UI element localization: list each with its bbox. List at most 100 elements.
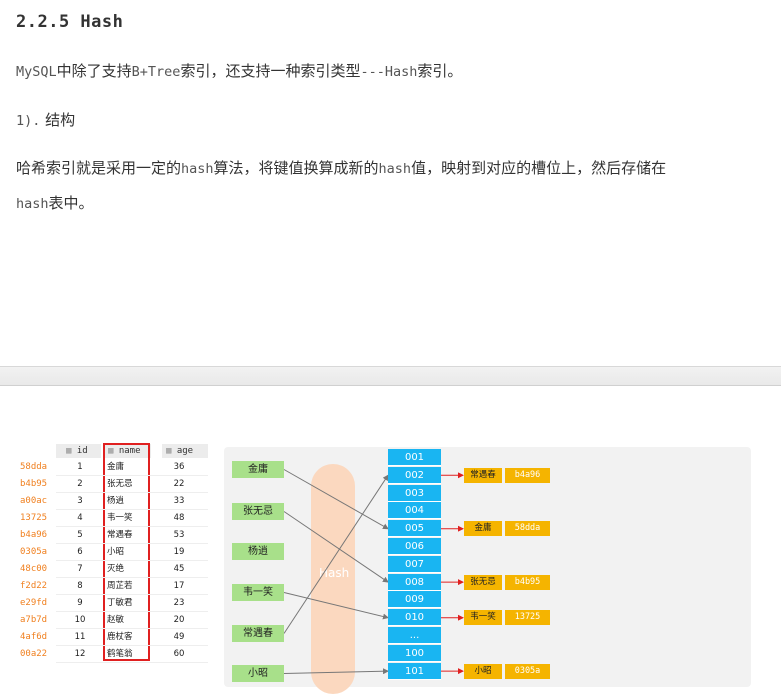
cell-name: 周芷若 xyxy=(107,581,133,591)
text: 表中。 xyxy=(48,194,94,212)
name-column-highlight xyxy=(103,443,150,661)
row-divider xyxy=(56,594,208,595)
row-divider xyxy=(56,526,208,527)
cell-id: 5 xyxy=(77,530,83,540)
row-hash-value: 13725 xyxy=(20,513,48,523)
hash-slot: 004 xyxy=(388,502,441,520)
cell-id: 8 xyxy=(77,581,83,591)
cell-age: 48 xyxy=(173,513,185,523)
code-mysql: MySQL xyxy=(16,64,57,80)
hash-slot: 006 xyxy=(388,538,441,555)
text: 算法，将键值换算成新的 xyxy=(213,159,379,177)
row-divider xyxy=(56,662,208,663)
text: 索引，还支持一种索引类型 xyxy=(180,62,361,80)
cell-age: 22 xyxy=(173,479,185,489)
cell-name: 张无忌 xyxy=(107,479,133,489)
row-hash-value: b4b95 xyxy=(20,479,48,489)
hash-slot: 009 xyxy=(388,591,441,609)
cell-age: 20 xyxy=(173,615,185,625)
hash-key-box: 杨逍 xyxy=(232,543,284,560)
row-hash-value: 48c00 xyxy=(20,564,48,574)
cell-id: 4 xyxy=(77,513,83,523)
row-hash-value: a00ac xyxy=(20,496,48,506)
column-header-age: ▦ age xyxy=(162,444,208,458)
row-hash-value: 4af6d xyxy=(20,632,48,642)
row-divider xyxy=(56,611,208,612)
cell-id: 1 xyxy=(77,462,83,472)
cell-id: 9 xyxy=(77,598,83,608)
hash-function-shape xyxy=(311,464,355,694)
row-hash-value: a7b7d xyxy=(20,615,48,625)
paragraph-hash-desc: 哈希索引就是采用一定的hash算法，将键值换算成新的hash值，映射到对应的槽位… xyxy=(16,157,666,178)
row-divider xyxy=(56,577,208,578)
text: 索引。 xyxy=(417,62,463,80)
section-heading: 2.2.5 Hash xyxy=(16,12,124,32)
cell-age: 49 xyxy=(173,632,185,642)
hash-slot: 008 xyxy=(388,573,441,591)
row-divider xyxy=(56,543,208,544)
cell-age: 53 xyxy=(173,530,185,540)
list-number: 1). xyxy=(16,113,41,129)
entry-name: 金庸 xyxy=(464,521,502,537)
key-to-slot-arrow xyxy=(283,474,389,634)
hash-slot: ... xyxy=(388,627,441,644)
row-divider xyxy=(56,475,208,476)
hash-key-box: 金庸 xyxy=(232,461,284,478)
hash-slot: 010 xyxy=(388,609,441,627)
hash-key-box: 常遇春 xyxy=(232,625,284,642)
hash-slot: 007 xyxy=(388,555,441,573)
code-btree: B+Tree xyxy=(131,64,181,80)
cell-id: 7 xyxy=(77,564,83,574)
column-header-name: ▦ name xyxy=(105,444,151,458)
row-divider xyxy=(56,645,208,646)
key-column-icon: ▦ xyxy=(66,446,72,456)
cell-id: 10 xyxy=(74,615,86,625)
hash-slot: 002 xyxy=(388,466,441,484)
cell-name: 小昭 xyxy=(107,547,125,557)
header-label: age xyxy=(176,446,194,456)
row-divider xyxy=(56,560,208,561)
cell-name: 杨逍 xyxy=(107,496,125,506)
row-divider xyxy=(56,628,208,629)
key-to-slot-arrow xyxy=(283,511,389,583)
entry-name: 小昭 xyxy=(464,663,502,679)
row-hash-value: 00a22 xyxy=(20,649,48,659)
entry-hash: b4a96 xyxy=(505,467,550,483)
cell-age: 19 xyxy=(173,547,185,557)
cell-name: 韦一笑 xyxy=(107,513,133,523)
text: 哈希索引就是采用一定的 xyxy=(16,159,182,177)
entry-name: 常遇春 xyxy=(464,467,502,483)
cell-age: 45 xyxy=(173,564,185,574)
paragraph-mysql-hash: MySQL中除了支持B+Tree索引，还支持一种索引类型---Hash索引。 xyxy=(16,60,462,81)
code-hash: hash xyxy=(378,161,412,177)
hash-key-box: 韦一笑 xyxy=(232,584,284,601)
cell-age: 33 xyxy=(173,496,185,506)
cell-name: 鹿杖客 xyxy=(107,632,133,642)
cell-name: 灭绝 xyxy=(107,564,125,574)
hash-slot: 001 xyxy=(388,449,441,466)
text: 中除了支持 xyxy=(56,62,132,80)
entry-hash: 13725 xyxy=(505,610,550,626)
entry-hash: b4b95 xyxy=(505,574,550,590)
header-label: id xyxy=(76,446,88,456)
cell-name: 赵敏 xyxy=(107,615,125,625)
entry-name: 韦一笑 xyxy=(464,610,502,626)
code-hash: hash xyxy=(16,196,49,212)
header-label: name xyxy=(118,446,141,456)
cell-name: 丁敏君 xyxy=(107,598,133,608)
subheading-structure: 1). 结构 xyxy=(16,109,75,130)
row-hash-value: 58dda xyxy=(20,462,48,472)
hash-slot: 101 xyxy=(388,662,441,680)
cell-age: 23 xyxy=(173,598,185,608)
hash-slot: 005 xyxy=(388,520,441,538)
cell-age: 17 xyxy=(173,581,185,591)
code-hash: hash xyxy=(181,161,214,177)
hash-slot: 100 xyxy=(388,644,441,662)
text: 值，映射到对应的槽位上，然后存储在 xyxy=(411,159,667,177)
hash-slot: 003 xyxy=(388,484,441,502)
code-hash: ---Hash xyxy=(360,64,418,80)
row-hash-value: 0305a xyxy=(20,547,48,557)
column-icon: ▦ xyxy=(108,446,114,456)
entry-hash: 58dda xyxy=(505,521,550,537)
